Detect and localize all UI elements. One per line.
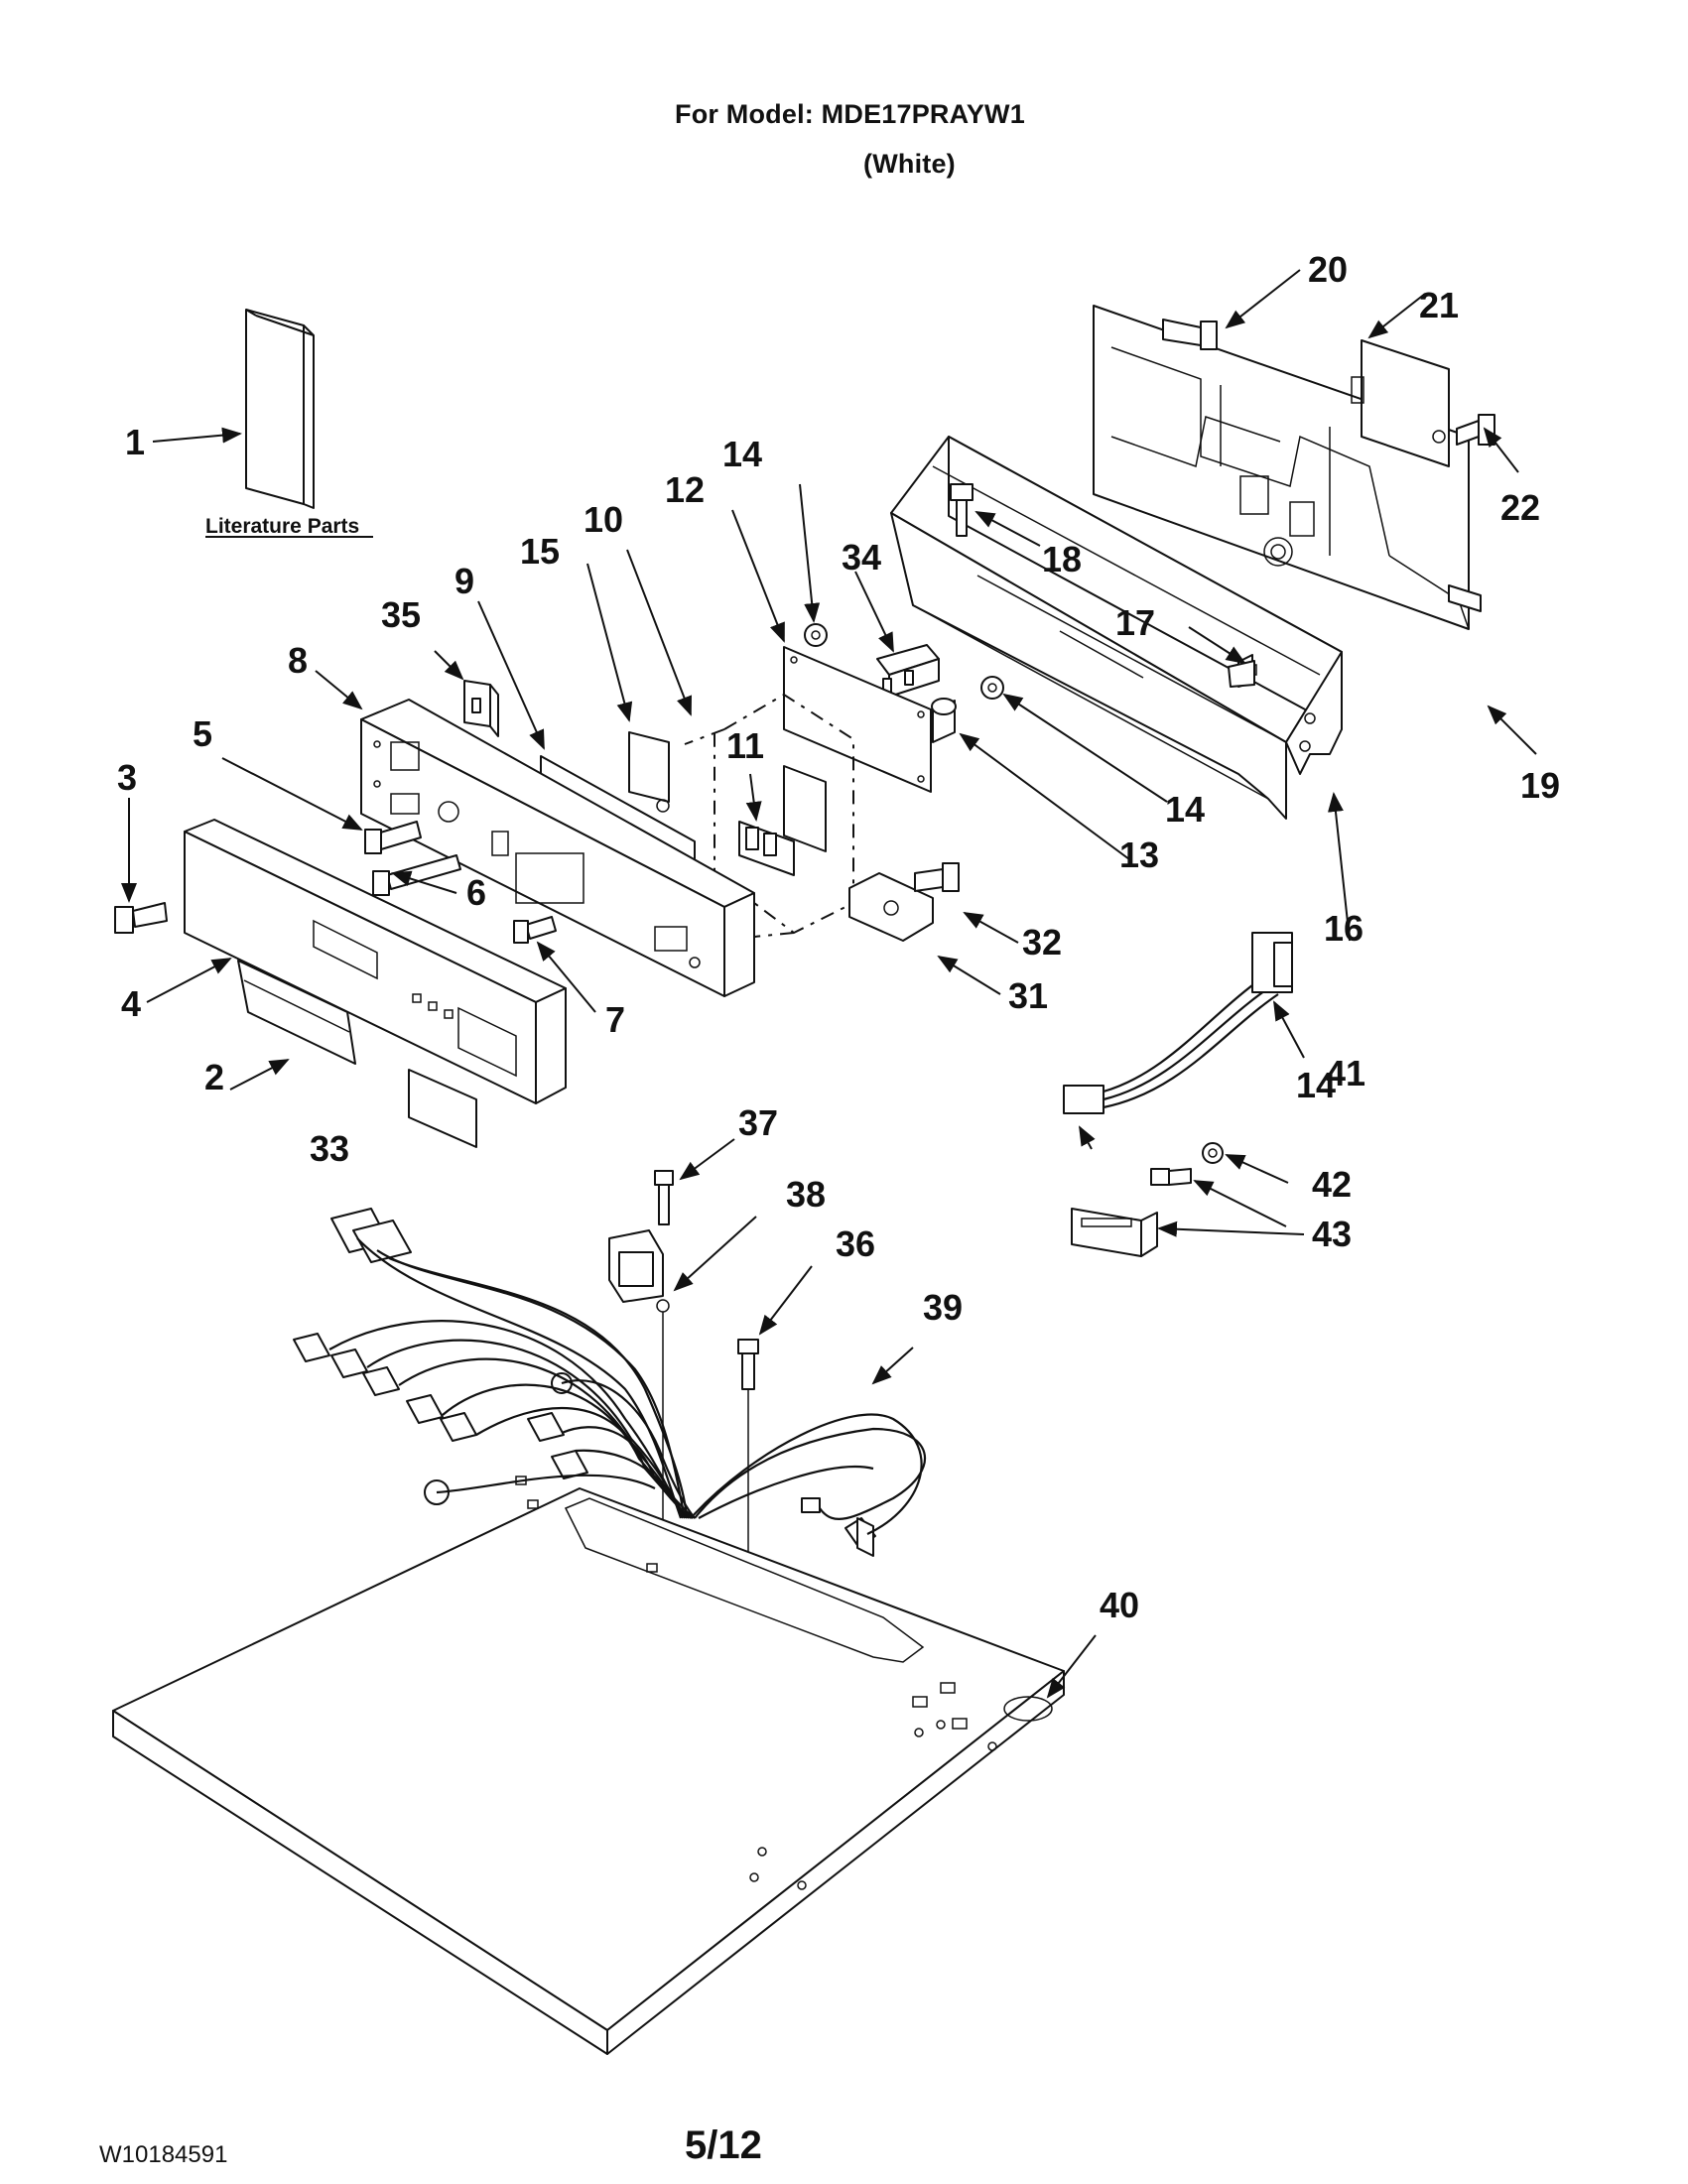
nut-14b <box>804 623 828 647</box>
callout-37: 37 <box>738 1102 778 1143</box>
spacer-13 <box>931 698 957 743</box>
callout-33: 33 <box>310 1128 349 1169</box>
callout-22: 22 <box>1500 487 1540 528</box>
callout-6: 6 <box>466 872 486 913</box>
page-number: 5/12 <box>685 2123 762 2167</box>
callout-3: 3 <box>117 757 137 798</box>
callout-41: 41 <box>1326 1053 1365 1093</box>
lock-bracket-31 <box>848 872 934 942</box>
bolt-37 <box>654 1170 674 1225</box>
literature-parts-label: Literature Parts <box>205 515 359 538</box>
connector-34 <box>876 644 940 698</box>
sensor-board-15 <box>628 731 670 813</box>
callout-4: 4 <box>121 983 141 1024</box>
screw-42 <box>1150 1168 1192 1186</box>
callout-2: 2 <box>204 1057 224 1097</box>
callout-18: 18 <box>1042 539 1082 579</box>
part-43 <box>1071 1208 1158 1257</box>
top-panel-40 <box>112 1476 1065 2055</box>
screw-18 <box>950 483 974 537</box>
callout-1: 1 <box>125 422 145 462</box>
display-lens-2 <box>237 960 356 1065</box>
callout-35: 35 <box>381 594 421 635</box>
control-frame-8 <box>360 699 755 997</box>
callout-38: 38 <box>786 1174 826 1215</box>
callout-10: 10 <box>584 499 623 540</box>
main-wire-harness-39 <box>293 1208 926 1568</box>
screw-5 <box>364 821 422 854</box>
callout-labels: 1 2 3 4 5 6 7 8 9 10 11 12 13 14 14 14 1… <box>117 249 1560 1625</box>
overlay-33 <box>408 1069 477 1148</box>
callout-21: 21 <box>1419 285 1459 325</box>
callout-31: 31 <box>1008 975 1048 1016</box>
console-front-panel-4 <box>184 819 567 1104</box>
callout-14-top: 14 <box>722 434 762 474</box>
screw-22 <box>1456 414 1495 446</box>
callout-19: 19 <box>1520 765 1560 806</box>
callout-43: 43 <box>1312 1214 1352 1254</box>
literature-booklet <box>245 309 315 509</box>
nut-14c <box>1202 1142 1224 1164</box>
callout-8: 8 <box>288 640 308 681</box>
callout-12: 12 <box>665 469 705 510</box>
control-board <box>783 646 932 793</box>
bolt-36 <box>737 1339 759 1390</box>
relay-35 <box>463 680 499 737</box>
screw-20 <box>1162 319 1218 350</box>
callout-16: 16 <box>1324 908 1363 949</box>
screw-6 <box>372 854 461 896</box>
callout-40: 40 <box>1100 1585 1139 1625</box>
callout-17: 17 <box>1115 602 1155 643</box>
callout-14-low: 14 <box>1296 1065 1336 1105</box>
callout-11: 11 <box>726 725 764 766</box>
callout-42: 42 <box>1312 1164 1352 1205</box>
screw-32 <box>914 862 960 892</box>
callout-20: 20 <box>1308 249 1348 290</box>
thermostat-38 <box>608 1229 670 1313</box>
callout-7: 7 <box>605 999 625 1040</box>
callout-5: 5 <box>193 713 212 754</box>
document-number: W10184591 <box>99 2141 228 2168</box>
mounting-bracket <box>1093 305 1482 630</box>
callout-32: 32 <box>1022 922 1062 963</box>
wire-harness-41 <box>1063 932 1293 1114</box>
callout-39: 39 <box>923 1287 963 1328</box>
switch-assembly-11 <box>738 765 827 876</box>
bracket-plate <box>1351 339 1450 467</box>
nut-14a <box>980 676 1004 700</box>
callout-13: 13 <box>1119 835 1159 875</box>
callout-9: 9 <box>454 561 474 601</box>
callout-34: 34 <box>842 537 881 578</box>
callout-36: 36 <box>836 1223 875 1264</box>
model-color: (White) <box>863 149 956 179</box>
leader-lines <box>121 269 1537 1699</box>
screw-7 <box>513 916 557 944</box>
callout-15: 15 <box>520 531 560 572</box>
screw-3 <box>114 902 168 934</box>
callout-14-mid: 14 <box>1165 789 1205 830</box>
model-title: For Model: MDE17PRAYW1 <box>675 99 1025 129</box>
